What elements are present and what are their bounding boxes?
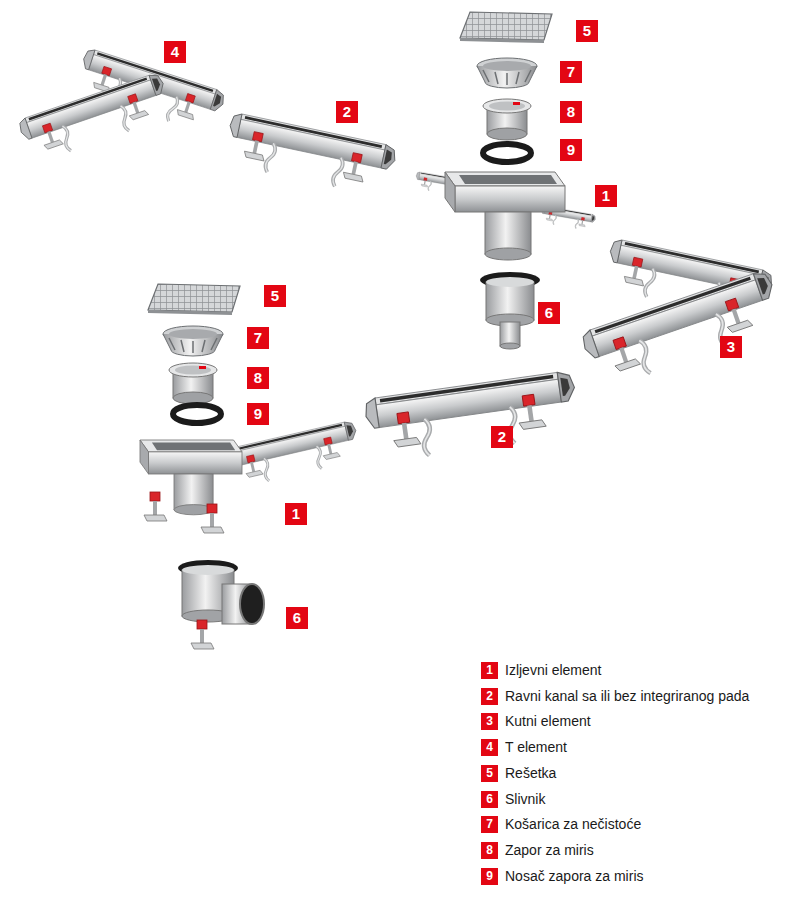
legend-text: Izljevni element — [505, 662, 602, 679]
callout-number: 6 — [538, 302, 560, 324]
legend-number: 3 — [481, 713, 498, 730]
callout-number: 3 — [720, 336, 742, 358]
legend-number: 8 — [481, 842, 498, 859]
legend-text: T element — [505, 739, 567, 756]
callout-number: 6 — [286, 607, 308, 629]
legend-text: Rešetka — [505, 765, 556, 782]
legend-number: 7 — [481, 816, 498, 833]
legend-number: 9 — [481, 868, 498, 885]
callout-number: 7 — [247, 327, 269, 349]
legend-number: 1 — [481, 662, 498, 679]
legend-number: 5 — [481, 765, 498, 782]
callout-number: 1 — [285, 503, 307, 525]
callout-number: 1 — [595, 185, 617, 207]
callout-number: 2 — [336, 101, 358, 123]
legend-text: Kutni element — [505, 713, 591, 730]
callout-number: 9 — [247, 403, 269, 425]
callout-number: 4 — [164, 41, 186, 63]
legend-text: Ravni kanal sa ili bez integriranog pada — [505, 688, 749, 705]
callout-number: 2 — [491, 426, 513, 448]
callout-number: 8 — [247, 367, 269, 389]
legend-text: Slivnik — [505, 791, 545, 808]
callout-number: 5 — [264, 285, 286, 307]
legend-text: Nosač zapora za miris — [505, 868, 644, 885]
callout-number: 5 — [576, 20, 598, 42]
legend-number: 2 — [481, 688, 498, 705]
callout-number: 9 — [560, 139, 582, 161]
callout-number: 8 — [560, 101, 582, 123]
legend-text: Zapor za miris — [505, 842, 594, 859]
legend-number: 4 — [481, 739, 498, 756]
legend-text: Košarica za nečistoće — [505, 816, 641, 833]
callout-number: 7 — [560, 61, 582, 83]
legend-number: 6 — [481, 791, 498, 808]
